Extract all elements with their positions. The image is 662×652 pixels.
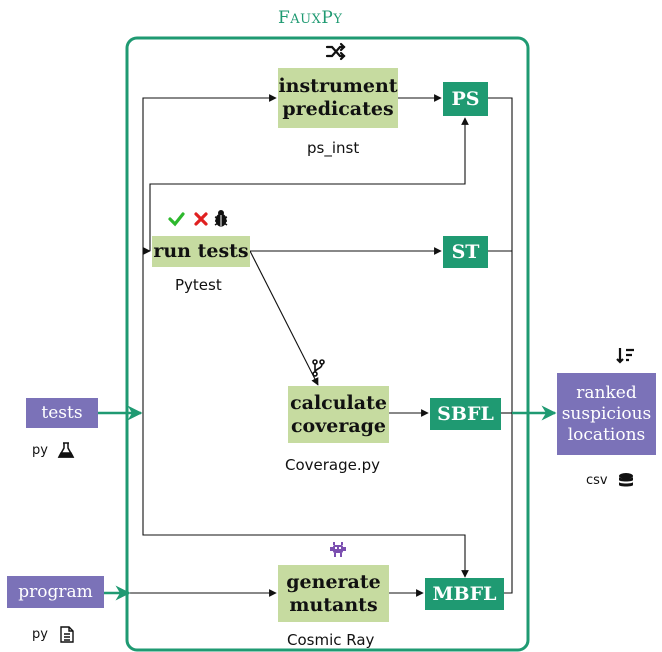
title-rest-f: AUX (290, 12, 322, 27)
calculate-coverage-node: calculate coverage (288, 386, 389, 443)
format-tests: py (32, 443, 48, 458)
fauxpy-container (125, 36, 530, 652)
edge-trunk-to-mbfl (142, 413, 469, 578)
ranked-locations-output-node: ranked suspicious locations (557, 373, 656, 455)
generate-mutants-node: generate mutants (278, 565, 389, 622)
edge-trunk-to-instrument (142, 94, 277, 413)
edge-ps-out (488, 97, 513, 594)
bug-icon (214, 210, 228, 227)
instrument-predicates-node: instrument predicates (278, 68, 398, 128)
format-program: py (32, 627, 48, 642)
database-icon (619, 473, 633, 487)
run-tests-node: run tests (152, 236, 250, 267)
tool-ps-inst: ps_inst (307, 139, 360, 157)
io-connectors (98, 405, 557, 601)
edge-run-tests-to-coverage (249, 250, 319, 386)
flask-icon (57, 442, 75, 458)
title-cap-f: F (278, 8, 291, 28)
mutant-icon (330, 542, 346, 557)
program-input-node: program (7, 576, 104, 608)
cross-icon (194, 212, 208, 226)
title-rest-p: Y (333, 12, 343, 27)
tool-coverage-py: Coverage.py (285, 456, 381, 474)
title-cap-p: P (321, 8, 334, 28)
format-output: csv (586, 473, 608, 488)
sbfl-node: SBFL (430, 398, 501, 430)
tests-input-node: tests (26, 398, 98, 428)
edge-loop-to-ps (149, 117, 469, 251)
st-node: ST (443, 236, 488, 268)
shuffle-icon (325, 42, 346, 61)
sort-desc-icon (616, 348, 634, 364)
mbfl-node: MBFL (425, 578, 504, 610)
branch-icon (312, 359, 325, 377)
connectors (127, 94, 513, 597)
tool-pytest: Pytest (175, 276, 222, 294)
file-icon (60, 626, 74, 643)
diagram-title: FAUXPY (278, 8, 342, 28)
tool-cosmic-ray: Cosmic Ray (287, 631, 375, 649)
ps-node: PS (443, 82, 488, 116)
check-icon (168, 212, 185, 227)
